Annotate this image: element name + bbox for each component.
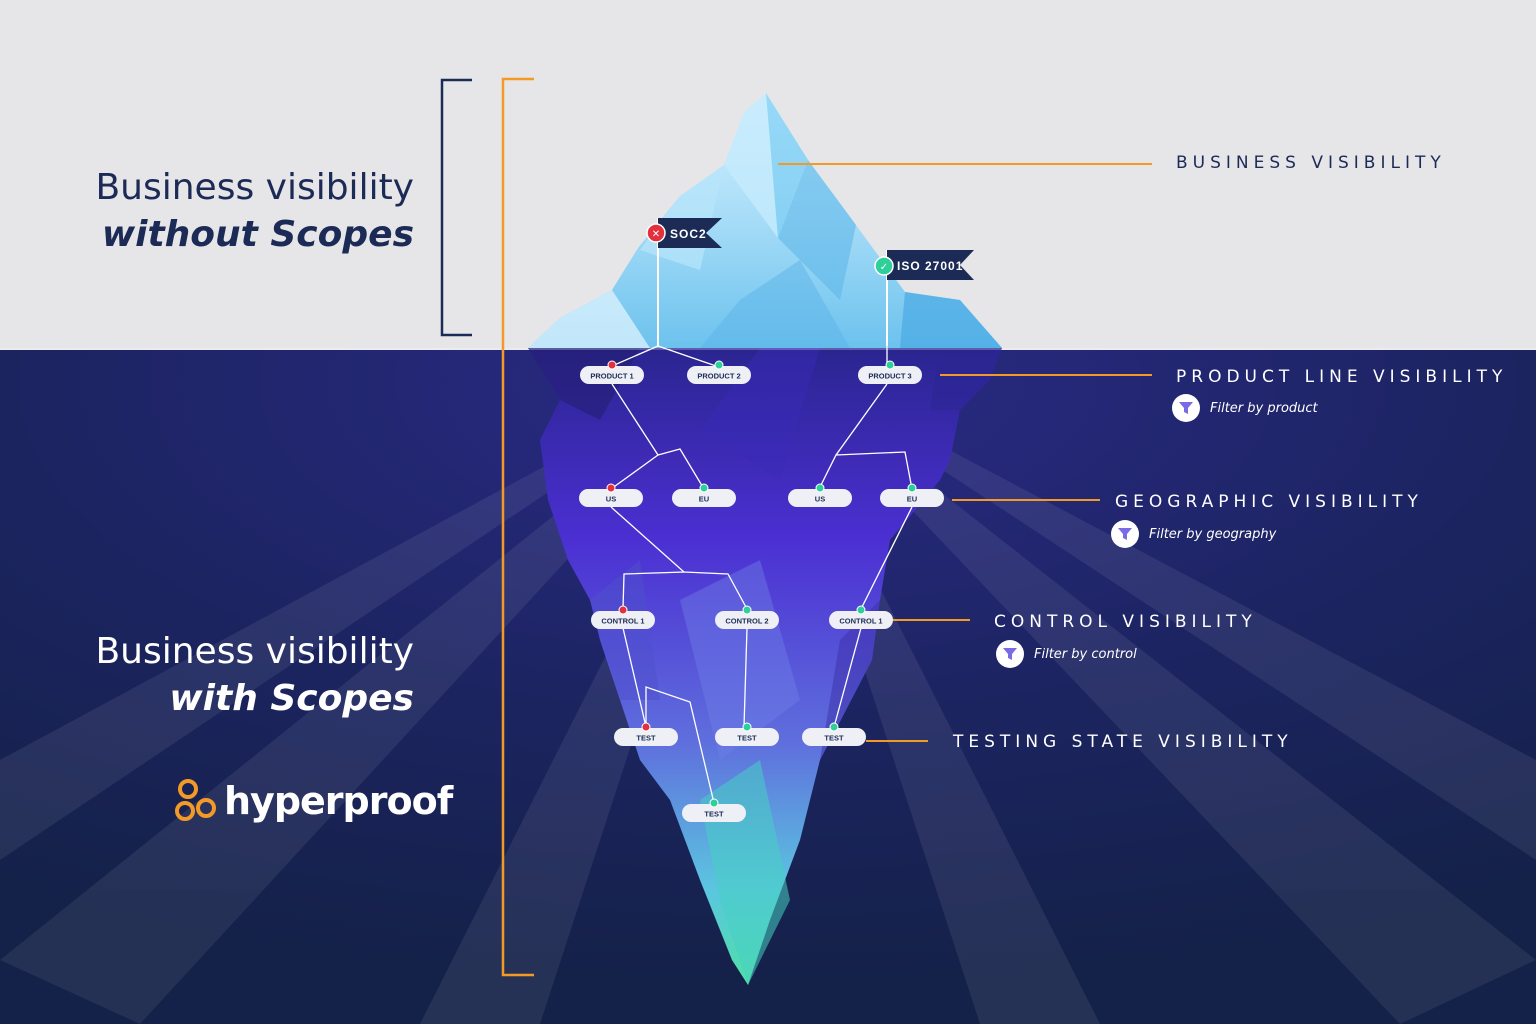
tree-node[interactable]: CONTROL 2	[715, 605, 779, 629]
pass-status-icon	[907, 483, 917, 493]
node-pill	[788, 489, 852, 507]
svg-text:✕: ✕	[652, 229, 660, 240]
flag-label: ISO 27001	[897, 259, 963, 273]
node-pill	[880, 489, 944, 507]
filter-product[interactable]: Filter by product	[1172, 394, 1318, 422]
node-label: US	[606, 495, 616, 504]
filter-geography-text: Filter by geography	[1149, 526, 1277, 542]
pass-status-icon	[714, 360, 724, 370]
node-label: TEST	[636, 734, 656, 743]
pass-status-icon	[885, 360, 895, 370]
leader-lines	[778, 163, 1152, 742]
heading-with-line2: with Scopes	[169, 678, 414, 719]
node-label: CONTROL 2	[725, 617, 768, 626]
node-label: EU	[907, 495, 917, 504]
funnel-icon	[1111, 520, 1139, 548]
tree-node[interactable]: TEST	[682, 798, 746, 822]
node-label: CONTROL 1	[601, 617, 644, 626]
filter-control-text: Filter by control	[1034, 646, 1137, 662]
node-pill	[579, 489, 643, 507]
tree-connectors	[610, 345, 913, 804]
bracket-with-scopes	[501, 77, 534, 977]
label-geographic-visibility: GEOGRAPHIC VISIBILITY	[1115, 492, 1423, 512]
fail-status-icon	[607, 360, 617, 370]
bracket-without-scopes	[440, 78, 472, 337]
node-pill	[580, 366, 644, 384]
hyperproof-logo-icon	[175, 779, 216, 821]
label-testing-state-visibility: TESTING STATE VISIBILITY	[953, 732, 1293, 752]
tree-node[interactable]: US	[788, 483, 852, 507]
tree-node[interactable]: TEST	[802, 722, 866, 746]
fail-status-icon	[641, 722, 651, 732]
hyperproof-logo: hyperproof	[174, 778, 453, 824]
tree-node[interactable]: EU	[880, 483, 944, 507]
node-label: TEST	[704, 810, 724, 819]
node-label: PRODUCT 2	[697, 372, 740, 381]
tree-node[interactable]: TEST	[614, 722, 678, 746]
pass-status-icon	[829, 722, 839, 732]
heading-without-line1: Business visibility	[95, 167, 414, 208]
flag-soc2: ✕ SOC2	[646, 218, 722, 346]
node-label: CONTROL 1	[839, 617, 882, 626]
node-label: EU	[699, 495, 709, 504]
tree-node[interactable]: EU	[672, 483, 736, 507]
label-control-visibility: CONTROL VISIBILITY	[994, 612, 1257, 632]
pass-status-icon	[815, 483, 825, 493]
node-pill	[687, 366, 751, 384]
tree-node[interactable]: TEST	[715, 722, 779, 746]
label-business-visibility: BUSINESS VISIBILITY	[1176, 153, 1446, 173]
node-pill	[715, 728, 779, 746]
node-pill	[672, 489, 736, 507]
node-pill	[829, 611, 893, 629]
heading-with-line1: Business visibility	[95, 631, 414, 672]
node-label: TEST	[737, 734, 757, 743]
tree-node[interactable]: PRODUCT 2	[687, 360, 751, 384]
fail-status-icon	[606, 483, 616, 493]
tree-node[interactable]: CONTROL 1	[591, 605, 655, 629]
tree-node[interactable]: PRODUCT 3	[858, 360, 922, 384]
iceberg-underwater	[528, 348, 1002, 985]
node-label: TEST	[824, 734, 844, 743]
label-product-line-visibility: PRODUCT LINE VISIBILITY	[1176, 367, 1508, 387]
tree-node[interactable]: CONTROL 1	[829, 605, 893, 629]
filter-geography[interactable]: Filter by geography	[1111, 520, 1276, 548]
heading-without-line2: without Scopes	[101, 214, 414, 255]
brand-name: hyperproof	[224, 779, 453, 823]
node-pill	[591, 611, 655, 629]
filter-control[interactable]: Filter by control	[996, 640, 1137, 668]
pass-status-icon	[699, 483, 709, 493]
node-label: US	[815, 495, 825, 504]
iceberg-underwater-facets	[528, 348, 1002, 985]
tree-nodes: PRODUCT 1 PRODUCT 2 PRODUCT 3 US EU US EU CONTR…	[579, 360, 944, 822]
tree-node[interactable]: PRODUCT 1	[580, 360, 644, 384]
node-label: PRODUCT 1	[590, 372, 633, 381]
node-pill	[614, 728, 678, 746]
tree-node[interactable]: US	[579, 483, 643, 507]
fail-status-icon	[618, 605, 628, 615]
node-label: PRODUCT 3	[868, 372, 911, 381]
node-pill	[715, 611, 779, 629]
node-pill	[682, 804, 746, 822]
flag-iso27001: ✓ ISO 27001	[874, 250, 974, 346]
funnel-icon	[1172, 394, 1200, 422]
fail-icon	[646, 223, 666, 243]
funnel-icon	[996, 640, 1024, 668]
pass-status-icon	[742, 722, 752, 732]
pass-icon	[874, 256, 894, 276]
pass-status-icon	[856, 605, 866, 615]
filter-product-text: Filter by product	[1210, 400, 1318, 416]
iceberg-tip	[528, 93, 1002, 348]
pass-status-icon	[709, 798, 719, 808]
flag-label: SOC2	[670, 227, 707, 241]
svg-text:✓: ✓	[880, 262, 888, 273]
pass-status-icon	[742, 605, 752, 615]
node-pill	[802, 728, 866, 746]
node-pill	[858, 366, 922, 384]
